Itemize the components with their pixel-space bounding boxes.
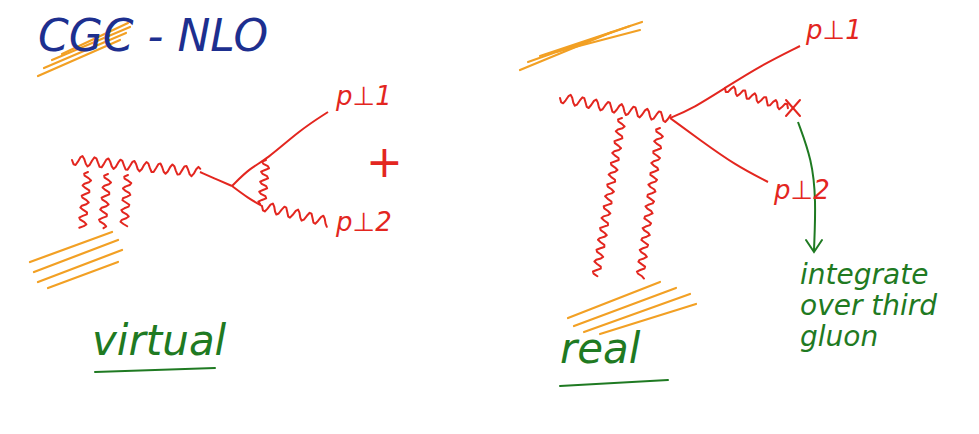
target-band-stroke bbox=[574, 288, 676, 326]
momentum-label: p⊥1 bbox=[336, 82, 392, 111]
title: CGC - NLO bbox=[38, 12, 268, 60]
arrow-head bbox=[806, 240, 822, 252]
handwritten-note: virtual bbox=[92, 318, 226, 364]
underline bbox=[560, 380, 668, 386]
handwritten-note: integrate over third gluon bbox=[800, 260, 970, 352]
plus-sign: + bbox=[366, 138, 403, 186]
target-band bbox=[30, 232, 122, 288]
underline-stroke bbox=[560, 380, 668, 386]
left-gluons bbox=[72, 156, 327, 228]
nucleus-band bbox=[520, 22, 642, 70]
handwritten-note: real bbox=[560, 326, 641, 372]
third-gluon bbox=[725, 87, 788, 110]
target-band-stroke bbox=[48, 262, 118, 288]
momentum-label: p⊥2 bbox=[336, 208, 392, 237]
underline-stroke bbox=[95, 368, 215, 372]
gluon-line bbox=[637, 128, 663, 279]
cross-mark bbox=[786, 100, 800, 116]
arrow-head-stroke bbox=[806, 240, 822, 252]
gluon-line bbox=[262, 204, 327, 227]
gluon-line bbox=[120, 175, 131, 226]
cross-mark-stroke bbox=[786, 100, 800, 116]
underline bbox=[95, 368, 215, 372]
gluon-line bbox=[79, 172, 91, 228]
gluon-line bbox=[258, 160, 269, 204]
gluon-line bbox=[72, 156, 200, 176]
cross-mark-stroke bbox=[786, 100, 800, 116]
momentum-label: p⊥2 bbox=[774, 176, 830, 205]
quark-line bbox=[670, 46, 800, 118]
gluon-line bbox=[725, 87, 788, 110]
propagator bbox=[200, 172, 232, 186]
gluon-line bbox=[593, 118, 625, 276]
quark-line bbox=[670, 118, 768, 182]
nucleus-band-stroke bbox=[540, 22, 642, 56]
gluon-line bbox=[99, 174, 111, 228]
quark-line bbox=[232, 186, 262, 206]
gluon-line bbox=[560, 95, 671, 122]
quark-line bbox=[232, 112, 328, 186]
nucleus-band-stroke bbox=[556, 30, 640, 52]
momentum-label: p⊥1 bbox=[806, 16, 862, 45]
right-gluons bbox=[560, 95, 671, 279]
